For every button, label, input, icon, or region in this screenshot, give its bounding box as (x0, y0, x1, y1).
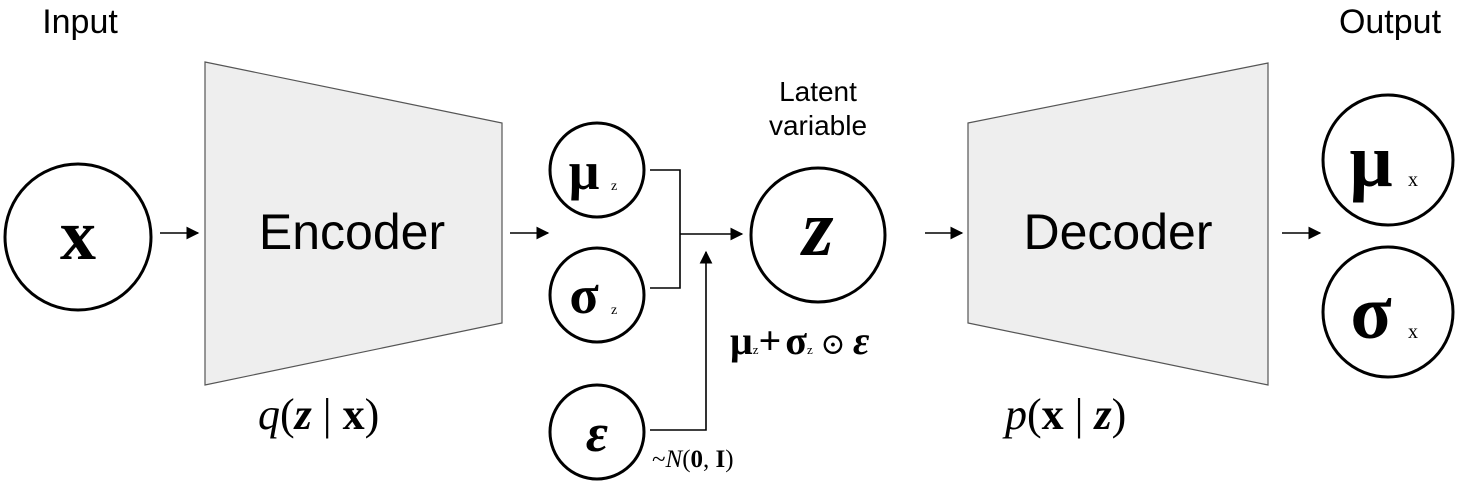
encoder-distribution: q(z | x) (258, 390, 379, 439)
sigma-x-node (1321, 245, 1455, 379)
encoder-block (204, 61, 503, 386)
decoder-block (967, 62, 1269, 386)
latent-z-node (749, 166, 887, 304)
sigma-z-subscript: z (611, 303, 617, 318)
output-label: Output (1339, 3, 1442, 41)
latent-label-line2: variable (769, 110, 867, 141)
mu-x-node (1321, 93, 1455, 227)
reparam-formula: μz+σz ⊙ ε (730, 318, 870, 363)
latent-label-line1: Latent (779, 76, 857, 107)
noise-distribution: ~N(0, I) (652, 446, 734, 473)
sigma-z-node (548, 246, 646, 344)
arrow-epsilon-to-merge (650, 250, 713, 431)
latent-z-label: z (799, 185, 833, 273)
encoder-label: Encoder (259, 204, 445, 260)
params-merge-bracket (650, 169, 681, 289)
input-node-x-label: x (60, 195, 96, 275)
decoder-distribution: p(x | z) (1002, 390, 1126, 439)
mu-z-symbol: μ (569, 141, 600, 201)
mu-x-symbol: μ (1349, 119, 1392, 203)
sigma-z-symbol: σ (569, 265, 599, 325)
mu-z-node (548, 121, 646, 219)
epsilon-node (548, 383, 646, 481)
input-node-x (3, 162, 153, 312)
decoder-label: Decoder (1024, 204, 1213, 260)
sigma-x-symbol: σ (1350, 271, 1391, 355)
epsilon-label: ε (586, 403, 608, 463)
input-label: Input (42, 3, 118, 41)
sigma-x-subscript: x (1408, 321, 1418, 343)
mu-x-subscript: x (1408, 169, 1418, 191)
mu-z-subscript: z (611, 179, 617, 194)
